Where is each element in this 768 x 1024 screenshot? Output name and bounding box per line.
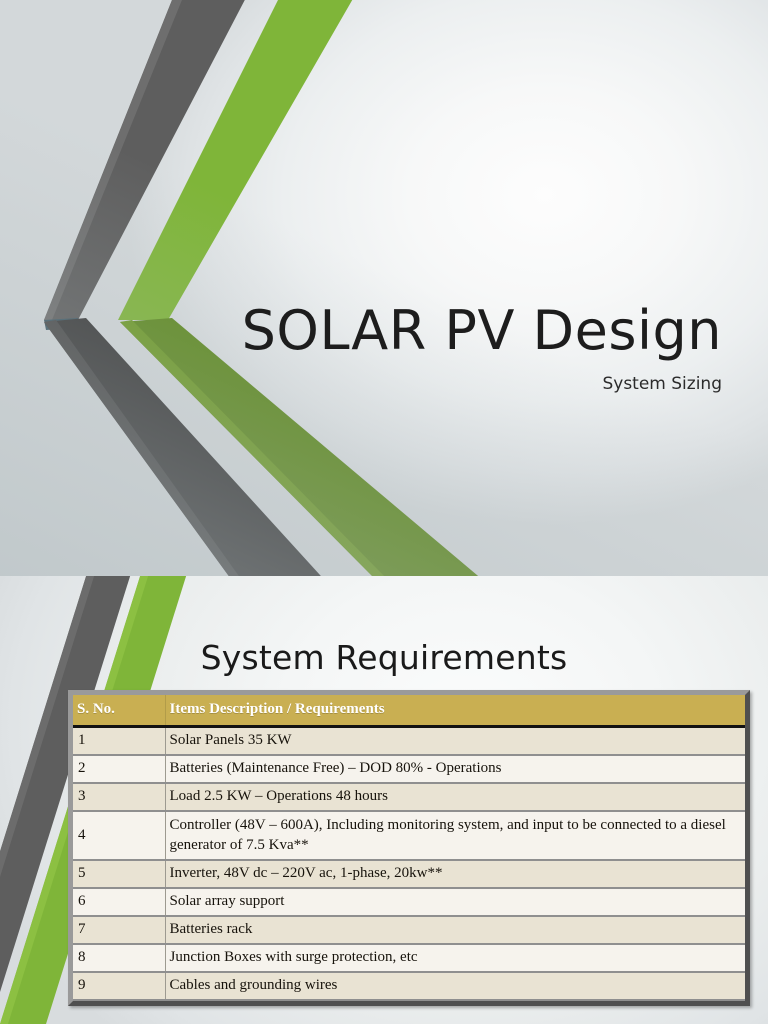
table-row: 4 Controller (48V – 600A), Including mon… (73, 811, 745, 861)
cell-sno: 3 (73, 783, 166, 812)
cell-sno: 8 (73, 944, 166, 973)
column-header-sno: S. No. (73, 695, 166, 728)
cell-sno: 4 (73, 811, 166, 861)
table-row: 8 Junction Boxes with surge protection, … (73, 944, 745, 973)
table-header: S. No. Items Description / Requirements (73, 695, 745, 728)
page-title: SOLAR PV Design (241, 299, 722, 362)
table-row: 3 Load 2.5 KW – Operations 48 hours (73, 783, 745, 812)
cell-description: Controller (48V – 600A), Including monit… (165, 811, 745, 861)
cell-sno: 6 (73, 888, 166, 917)
cell-description: Cables and grounding wires (165, 972, 745, 1001)
table-body: 1 Solar Panels 35 KW 2 Batteries (Mainte… (73, 726, 745, 1001)
cell-description: Batteries (Maintenance Free) – DOD 80% -… (165, 755, 745, 784)
slide-system-requirements: System Requirements S. No. Items Descrip… (0, 576, 768, 1024)
table-row: 1 Solar Panels 35 KW (73, 726, 745, 756)
requirements-table-frame: S. No. Items Description / Requirements … (68, 690, 750, 1006)
table-row: 6 Solar array support (73, 888, 745, 917)
page-subtitle: System Sizing (602, 374, 722, 394)
cell-description: Junction Boxes with surge protection, et… (165, 944, 745, 973)
column-header-description: Items Description / Requirements (165, 695, 745, 728)
cell-description: Load 2.5 KW – Operations 48 hours (165, 783, 745, 812)
cell-sno: 1 (73, 726, 166, 756)
page-title: System Requirements (200, 638, 568, 677)
table-row: 7 Batteries rack (73, 916, 745, 945)
table-row: 2 Batteries (Maintenance Free) – DOD 80%… (73, 755, 745, 784)
table-row: 5 Inverter, 48V dc – 220V ac, 1-phase, 2… (73, 860, 745, 889)
cell-description: Solar array support (165, 888, 745, 917)
chevron-decoration-slide1 (44, 0, 479, 576)
cell-sno: 2 (73, 755, 166, 784)
requirements-table: S. No. Items Description / Requirements … (73, 695, 745, 1001)
cell-description: Batteries rack (165, 916, 745, 945)
cell-description: Solar Panels 35 KW (165, 726, 745, 756)
cell-sno: 7 (73, 916, 166, 945)
cell-description: Inverter, 48V dc – 220V ac, 1-phase, 20k… (165, 860, 745, 889)
table-row: 9 Cables and grounding wires (73, 972, 745, 1001)
cell-sno: 9 (73, 972, 166, 1001)
table-header-row: S. No. Items Description / Requirements (73, 695, 745, 728)
cell-sno: 5 (73, 860, 166, 889)
slide-title: SOLAR PV Design System Sizing (0, 0, 768, 576)
